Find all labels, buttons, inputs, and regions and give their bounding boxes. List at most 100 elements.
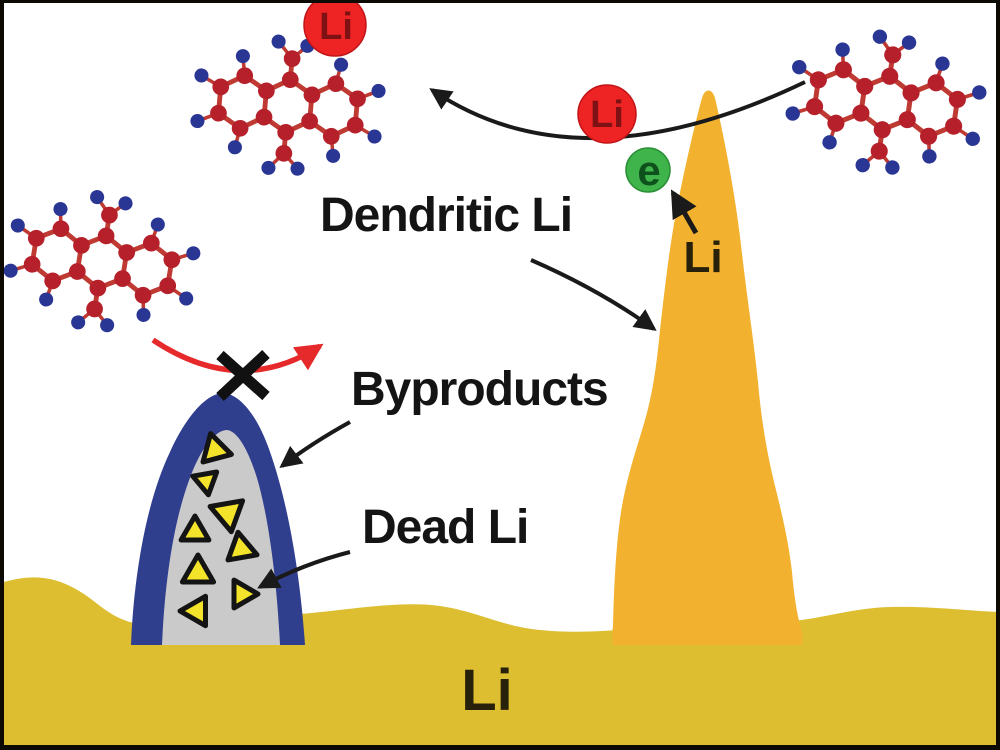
carbon-atom	[89, 279, 107, 297]
hydrogen-atom	[290, 161, 305, 176]
byproducts-pointer	[279, 420, 351, 469]
hydrogen-atom	[3, 263, 18, 278]
hydrogen-atom	[334, 57, 349, 72]
dendritic-li-label: Dendritic Li	[320, 189, 573, 242]
dead-li-chunk	[190, 469, 220, 498]
carbon-atom	[303, 86, 321, 104]
carbon-atom	[301, 112, 319, 130]
hydrogen-atom	[261, 160, 276, 175]
hydrogen-atom	[194, 68, 209, 83]
carbon-atom	[44, 272, 62, 290]
dead-li-chunk	[225, 529, 260, 563]
dead-li-chunk	[200, 431, 234, 465]
hydrogen-atom	[186, 246, 201, 261]
hydrogen-atom	[118, 196, 133, 211]
dead-li-pointer	[257, 550, 351, 589]
electron-label: e	[637, 147, 661, 194]
hydrogen-atom	[972, 85, 987, 100]
molecule	[785, 29, 987, 175]
hydrogen-atom	[71, 315, 86, 330]
carbon-atom	[255, 108, 273, 126]
carbon-atom	[97, 227, 115, 245]
carbon-atom	[945, 117, 963, 135]
carbon-atom	[870, 142, 888, 160]
hydrogen-atom	[326, 148, 341, 163]
carbon-atom	[902, 84, 920, 102]
dead-li-chunk	[179, 552, 217, 585]
hydrogen-atom	[835, 42, 850, 57]
carbon-atom	[881, 67, 899, 85]
carbon-atom	[920, 127, 938, 145]
hydrogen-atom	[100, 318, 115, 333]
hydrogen-atom	[965, 131, 980, 147]
li-dendrite	[612, 90, 803, 645]
carbon-atom	[212, 78, 230, 96]
carbon-atom	[884, 46, 902, 64]
hydrogen-atom	[53, 202, 68, 217]
molecule	[190, 34, 386, 176]
hydrogen-atom	[371, 83, 386, 98]
li-ion-top-label: Li	[319, 6, 353, 48]
carbon-atom	[327, 75, 345, 93]
carbon-atom	[142, 234, 160, 252]
carbon-atom	[322, 127, 340, 145]
dead-li-chunk	[178, 513, 212, 543]
carbon-atom	[275, 144, 293, 162]
hydrogen-atom	[227, 140, 242, 155]
dead-li-chunks	[177, 431, 261, 629]
dendritic-li-pointer	[530, 258, 657, 331]
hydrogen-atom	[90, 190, 105, 205]
dead-li-label: Dead Li	[362, 501, 529, 554]
hydrogen-atom	[885, 160, 900, 175]
carbon-atom	[927, 74, 945, 92]
carbon-atom	[281, 71, 299, 89]
carbon-atom	[236, 67, 254, 85]
hydrogen-atom	[822, 135, 837, 150]
carbon-atom	[898, 111, 916, 129]
carbon-atom	[27, 229, 45, 247]
carbon-atom	[349, 90, 366, 108]
li-ion-mid	[577, 84, 637, 144]
substrate-li-label: Li	[461, 658, 513, 723]
electron-ball	[625, 147, 671, 193]
carbon-atom	[283, 50, 301, 68]
x-mark	[216, 349, 270, 402]
carbon-atom	[856, 77, 874, 95]
carbon-atom	[806, 98, 824, 116]
carbon-atom	[346, 116, 364, 134]
carbon-atom	[827, 114, 845, 132]
carbon-atom	[73, 237, 90, 254]
hydrogen-atom	[271, 34, 286, 49]
carbon-atom	[809, 71, 827, 89]
carbon-atom	[852, 104, 870, 122]
hydrogen-atom	[935, 56, 950, 71]
carbon-atom	[52, 220, 70, 238]
carbon-atom	[134, 286, 152, 304]
hydrogen-atom	[179, 291, 194, 306]
carbon-atom	[68, 263, 86, 280]
carbon-atom	[210, 104, 227, 122]
carbon-atom	[948, 90, 966, 108]
carbon-atom	[163, 251, 181, 269]
molecules	[3, 29, 987, 333]
hydrogen-atom	[901, 35, 917, 50]
li-ion-top	[303, 0, 367, 57]
dead-li-chunk	[177, 593, 208, 629]
carbon-atom	[86, 300, 103, 318]
electron-pointer	[670, 189, 699, 235]
hydrogen-atom	[792, 59, 807, 75]
dendrite-li-label: Li	[683, 233, 723, 282]
hydrogen-atom	[10, 218, 25, 233]
hydrogen-atom	[190, 114, 205, 129]
hydrogen-atom	[367, 129, 382, 144]
carbon-atom	[159, 277, 177, 295]
carbon-atom	[873, 121, 891, 139]
hydrogen-atom	[872, 29, 888, 44]
carbon-atom	[257, 82, 275, 100]
carbon-atom	[101, 206, 118, 224]
hydrogen-atom	[855, 157, 870, 173]
hydrogen-atom	[922, 149, 937, 164]
byproducts-label: Byproducts	[351, 363, 609, 416]
